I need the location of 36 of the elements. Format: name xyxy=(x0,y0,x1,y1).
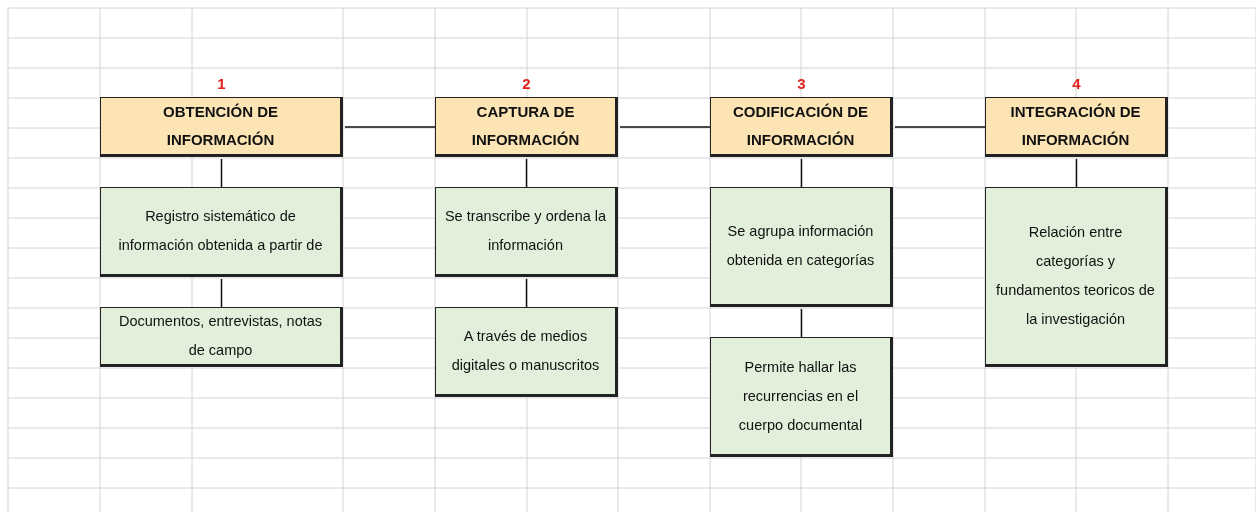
stage-header-box xyxy=(710,97,893,157)
description-box xyxy=(100,187,343,277)
stage-title: CODIFICACIÓN DE INFORMACIÓN xyxy=(732,102,869,150)
step-number: 3 xyxy=(796,75,807,93)
stage-header-box xyxy=(985,97,1168,157)
description-text: Se agrupa información obtenida en categorías xyxy=(725,222,876,270)
step-number: 4 xyxy=(1071,75,1082,93)
description-box xyxy=(100,307,343,367)
description-text: A través de medios digitales o manuscritos xyxy=(450,327,601,375)
connector-line xyxy=(800,158,803,188)
connector-line xyxy=(525,278,528,308)
stage-header-box xyxy=(435,97,618,157)
connector-line xyxy=(1075,158,1078,188)
step-number: 1 xyxy=(216,75,227,93)
step-number: 2 xyxy=(521,75,532,93)
description-text: Documentos, entrevistas, notas de campo xyxy=(117,312,324,360)
connector-line xyxy=(800,308,803,338)
description-text: Se transcribe y ordena la información xyxy=(444,207,607,255)
description-text: Registro sistemático de información obtenida a partir de xyxy=(117,207,324,255)
stage-header-box xyxy=(100,97,343,157)
description-box xyxy=(710,187,893,307)
description-box xyxy=(435,307,618,397)
connector-line xyxy=(894,126,986,128)
stage-title: INTEGRACIÓN DE INFORMACIÓN xyxy=(1009,102,1142,150)
connector-line xyxy=(220,158,223,188)
connector-line xyxy=(525,158,528,188)
description-text: Permite hallar las recurrencias en el cuerpo documental xyxy=(737,357,864,435)
stage-title: OBTENCIÓN DE INFORMACIÓN xyxy=(162,102,279,150)
description-box xyxy=(710,337,893,457)
description-box xyxy=(435,187,618,277)
connector-line xyxy=(220,278,223,308)
connector-line xyxy=(619,126,711,128)
description-text: Relación entre categorías y fundamentos teoricos de la investigación xyxy=(995,223,1156,329)
description-box xyxy=(985,187,1168,367)
connector-line xyxy=(344,126,436,128)
stage-title: CAPTURA DE INFORMACIÓN xyxy=(470,102,581,150)
